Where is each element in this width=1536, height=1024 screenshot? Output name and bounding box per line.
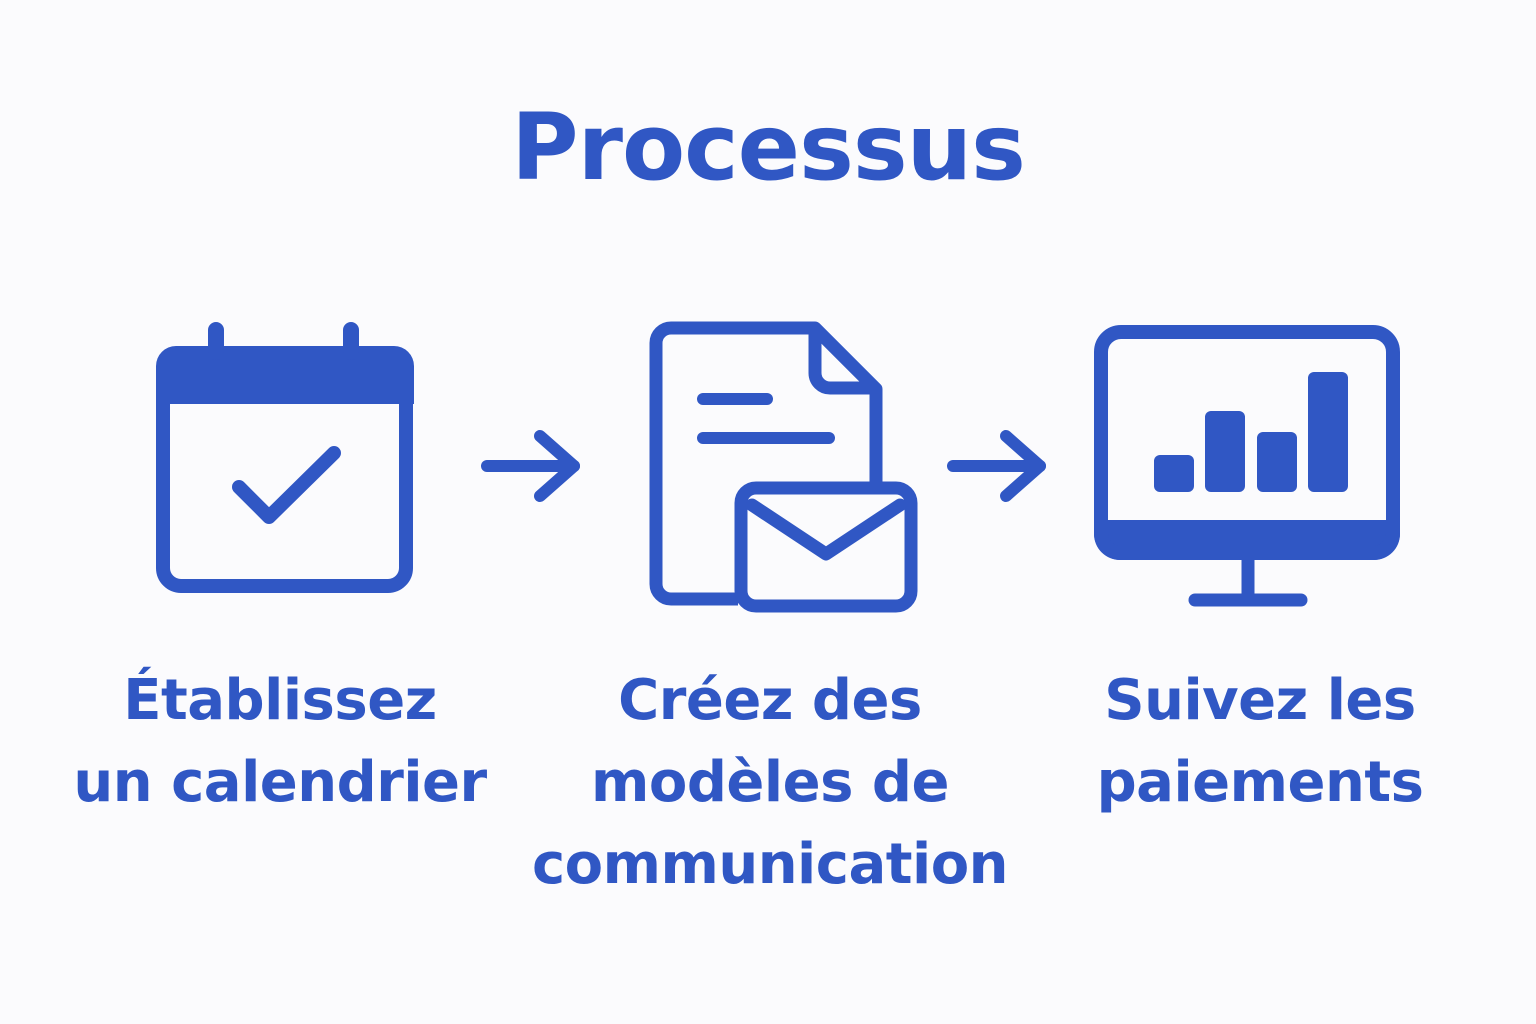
check-mark [232, 446, 341, 524]
document-fold [808, 328, 876, 395]
step-label-payments: Suivez les paiements [1096, 668, 1424, 815]
step-label-calendar: Établissez un calendrier [73, 668, 487, 815]
chart-bar-1 [1154, 455, 1194, 492]
calendar-header [156, 346, 414, 404]
calendar-check-icon [156, 322, 414, 593]
document-outline [649, 321, 883, 606]
document-envelope-icon [649, 321, 918, 613]
envelope-flap [745, 498, 907, 561]
arrow-right-icon [947, 430, 1046, 502]
monitor-bar-chart-icon [1094, 325, 1400, 607]
chart-bar-3 [1257, 432, 1297, 492]
diagram-title: Processus [511, 94, 1026, 201]
chart-bar-2 [1205, 411, 1245, 492]
arrow-right-icon [481, 430, 580, 502]
chart-bar-4 [1308, 372, 1348, 492]
step-label-templates: Créez des modèles de communication [531, 668, 1009, 897]
monitor-frame [1094, 325, 1400, 560]
